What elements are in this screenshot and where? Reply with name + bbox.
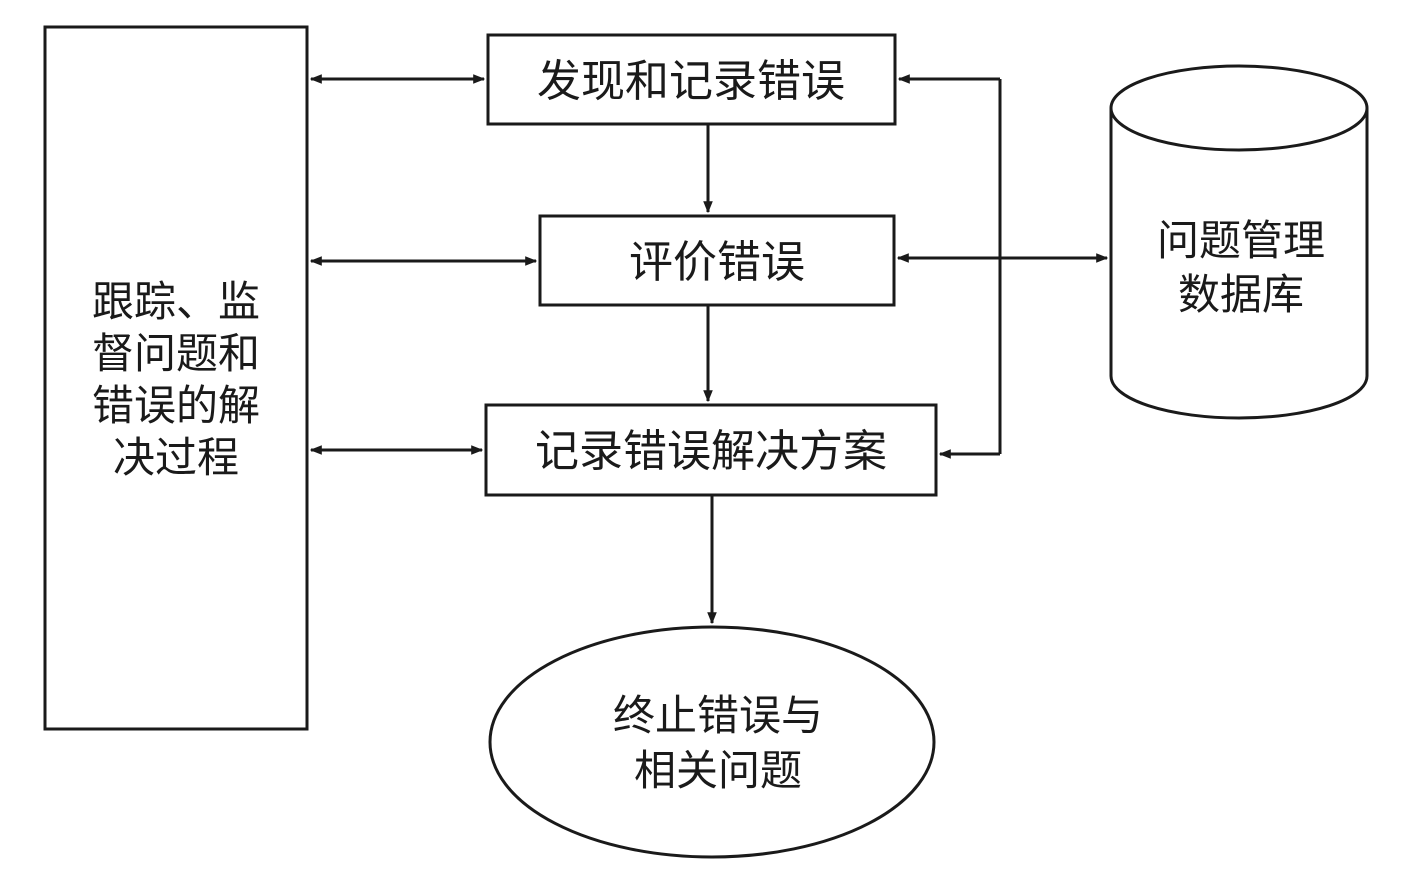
record-solution-label: 记录错误解决方案: [535, 426, 887, 477]
database-label-line-2: 数据库: [1178, 270, 1304, 319]
evaluate-label: 评价错误: [629, 237, 805, 288]
terminate-label-line-2: 相关问题: [634, 746, 802, 795]
discover-record-box: 发现和记录错误: [486, 33, 897, 126]
tracking-process-label-line-1: 跟踪、监: [92, 277, 260, 326]
tracking-process-box: 跟踪、监 督问题和 错误的解 决过程: [43, 25, 309, 731]
database-label-line-1: 问题管理: [1157, 216, 1325, 265]
terminate-ellipse: 终止错误与 相关问题: [488, 625, 936, 859]
record-solution-box: 记录错误解决方案: [484, 403, 938, 497]
evaluate-box: 评价错误: [538, 214, 896, 307]
discover-record-label: 发现和记录错误: [537, 56, 845, 107]
tracking-process-label-line-4: 决过程: [113, 433, 239, 482]
tracking-process-label-line-2: 督问题和: [92, 329, 260, 378]
terminate-label-line-1: 终止错误与: [613, 691, 823, 740]
tracking-process-label-line-3: 错误的解: [92, 381, 260, 430]
problem-database-cylinder: 问题管理 数据库: [1109, 64, 1369, 420]
